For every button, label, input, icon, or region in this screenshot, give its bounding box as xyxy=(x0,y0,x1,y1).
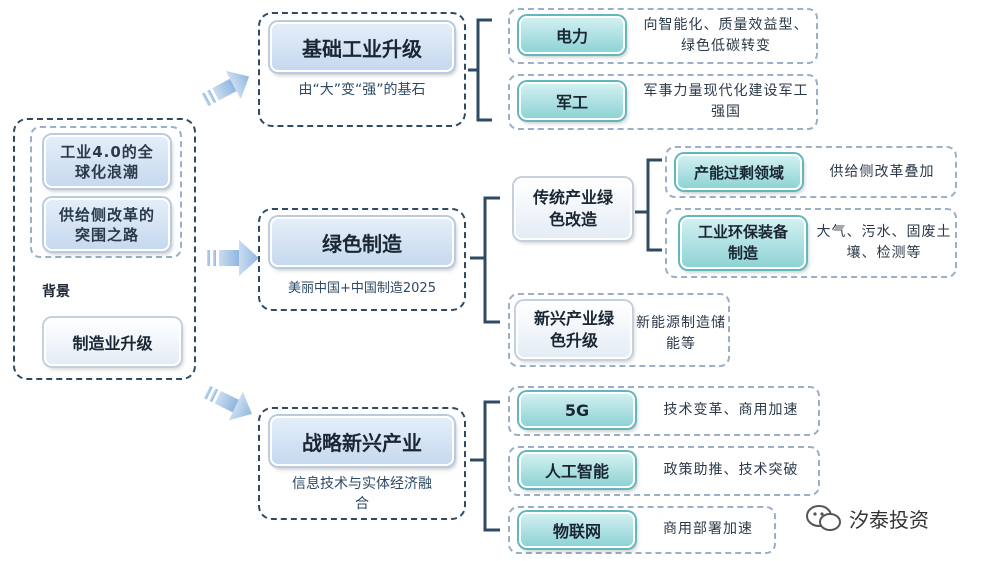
iot-desc: 商用部署加速 xyxy=(663,521,753,537)
traditional-industry-card: 传统产业绿色改造 xyxy=(514,178,632,240)
overcapacity-desc: 供给侧改革叠加 xyxy=(829,164,935,180)
ai-desc: 政策助推、技术突破 xyxy=(663,462,799,478)
env-equipment-card: 工业环保装备制造 xyxy=(680,217,806,269)
supply-reform-label: 供给侧改革的突围之路 xyxy=(58,205,155,244)
watermark: 汐泰投资 xyxy=(805,500,955,536)
power-card: 电力 xyxy=(519,16,625,54)
manufacturing-upgrade-label: 制造业升级 xyxy=(72,334,153,353)
strategic-industry-title: 战略新兴产业 xyxy=(270,416,454,466)
emerging-industry-card: 新兴产业绿色升级 xyxy=(516,301,632,359)
global-industry-card: 工业4.0的全球化浪潮 xyxy=(44,135,170,188)
arrow-to-basic xyxy=(201,70,250,107)
supply-reform-card: 供给侧改革的突围之路 xyxy=(44,198,170,251)
basic-industry-title: 基础工业升级 xyxy=(270,22,454,72)
strategic-industry-subtitle: 信息技术与实体经济融合 xyxy=(292,476,432,512)
military-card: 军工 xyxy=(519,82,625,120)
env-equipment-desc: 大气、污水、固废土壤、检测等 xyxy=(816,224,952,261)
bracket-strategic xyxy=(483,400,500,532)
5g-card: 5G xyxy=(519,392,635,428)
wechat-icon xyxy=(806,505,841,531)
bracket-green xyxy=(483,196,500,324)
overcapacity-card: 产能过剩领域 xyxy=(676,154,802,190)
military-desc: 军事力量现代化建设军工强国 xyxy=(643,83,809,120)
5g-desc: 技术变革、商用加速 xyxy=(663,402,799,418)
manufacturing-upgrade-card: 制造业升级 xyxy=(44,318,181,366)
green-manufacturing-title: 绿色制造 xyxy=(270,217,454,267)
bracket-traditional xyxy=(646,158,662,252)
bracket-basic xyxy=(476,18,492,122)
basic-industry-subtitle: 由“大”变“强”的基石 xyxy=(298,82,426,98)
emerging-industry-desc: 新能源制造储能等 xyxy=(636,315,726,352)
green-manufacturing-subtitle: 美丽中国+中国制造2025 xyxy=(288,281,436,296)
power-desc: 向智能化、质量效益型、绿色低碳转变 xyxy=(643,17,809,54)
arrow-to-strategic xyxy=(203,385,252,421)
ai-card: 人工智能 xyxy=(519,452,635,488)
watermark-text: 汐泰投资 xyxy=(849,507,929,532)
global-industry-label: 工业4.0的全球化浪潮 xyxy=(60,142,154,181)
background-label: 背景 xyxy=(42,284,70,300)
arrow-to-green xyxy=(207,240,259,276)
iot-card: 物联网 xyxy=(519,512,635,548)
